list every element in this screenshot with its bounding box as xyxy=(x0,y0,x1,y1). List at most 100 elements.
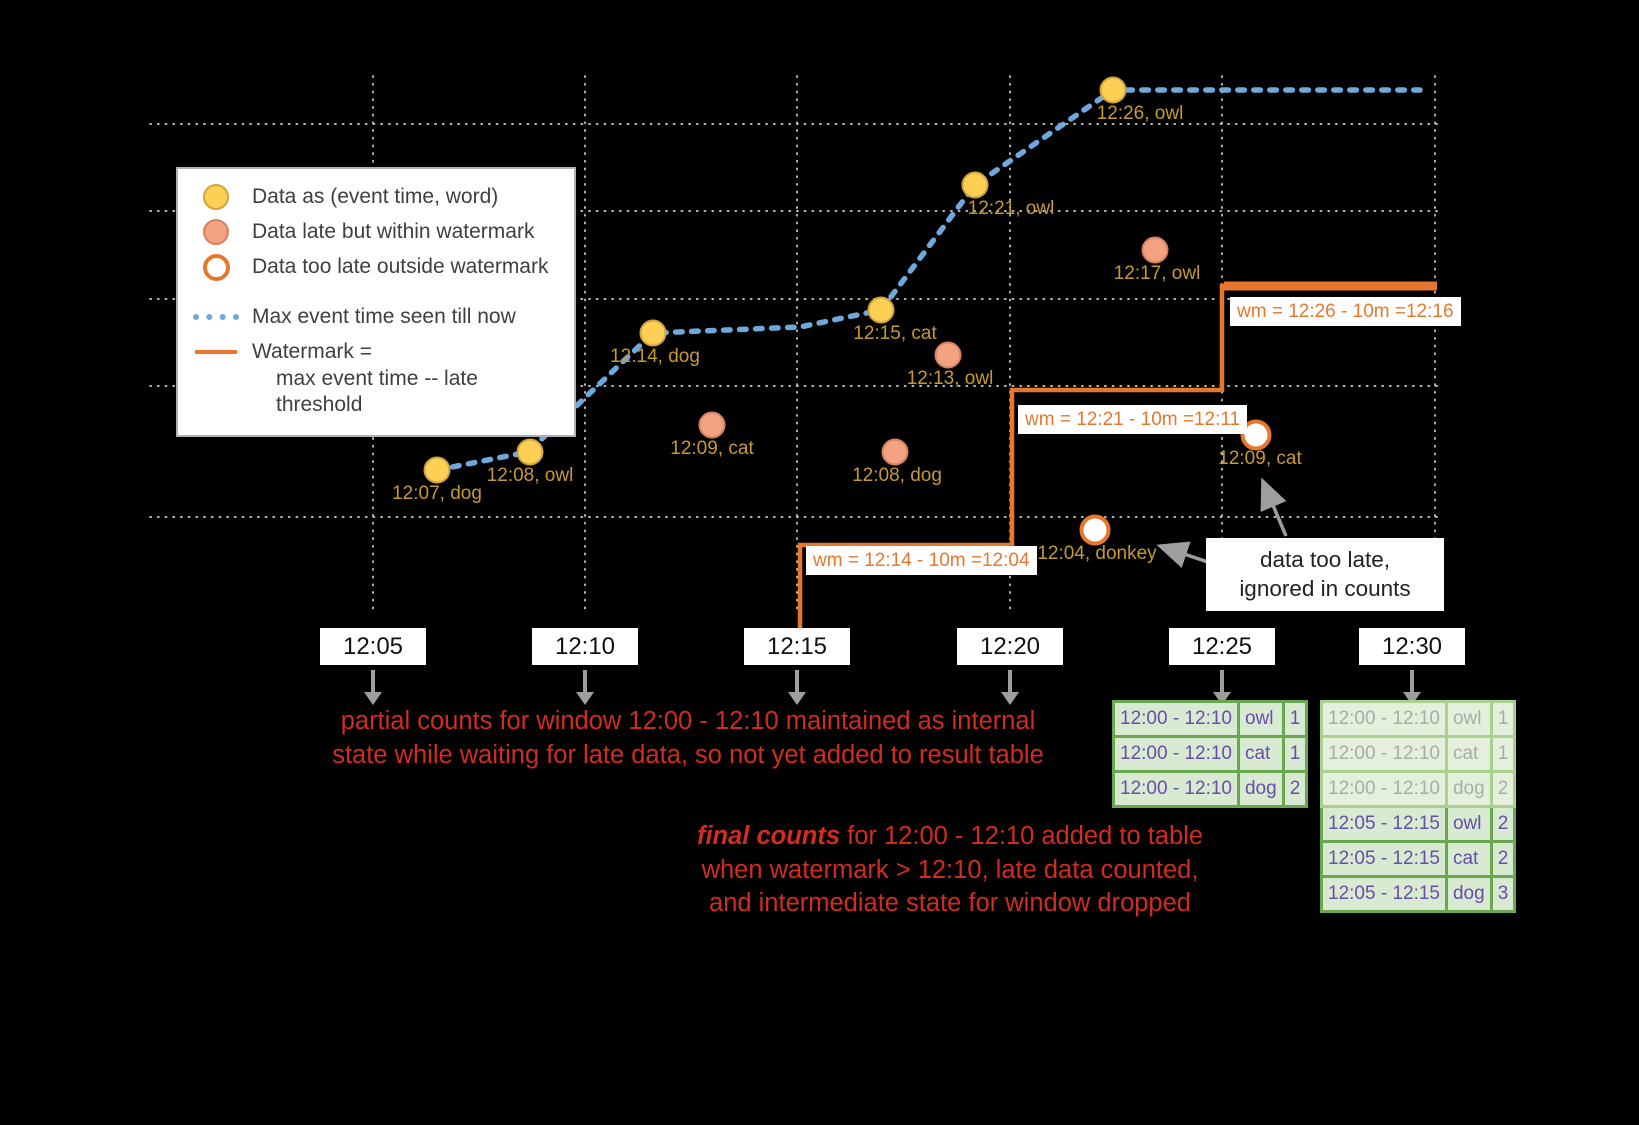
result-cell-word: dog xyxy=(1236,770,1285,808)
result-cell-count: 1 xyxy=(1281,700,1309,738)
legend-item-label: Max event time seen till now xyxy=(252,304,516,330)
legend-item-label-line1: Data as (event time, word) xyxy=(252,184,499,208)
final-counts-line1-rest: for 12:00 - 12:10 added to table xyxy=(840,822,1204,850)
result-cell-word: cat xyxy=(1444,840,1493,878)
data-point-label: 12:15, cat xyxy=(853,323,937,344)
result-cell-word: dog xyxy=(1444,875,1493,913)
late-data-point xyxy=(881,438,909,466)
time-arrow-line xyxy=(1220,670,1224,692)
legend-dot-salmon-icon xyxy=(192,218,240,245)
result-cell-window: 12:00 - 12:10 xyxy=(1112,700,1240,738)
legend-item-label-line1: Data too late outside watermark xyxy=(252,255,549,278)
legend-dashed-blue-line-icon xyxy=(192,304,240,330)
result-cell-window: 12:00 - 12:10 xyxy=(1320,770,1448,808)
watermark-value-label: wm = 12:21 - 10m =12:11 xyxy=(1018,405,1248,434)
data-point-label: 12:08, owl xyxy=(486,465,574,486)
time-arrow-head xyxy=(1001,692,1019,705)
time-label-1205: 12:05 xyxy=(320,628,426,665)
result-cell-window: 12:00 - 12:10 xyxy=(1320,700,1448,738)
legend-item-label: Watermark =max event time -- late thresh… xyxy=(252,339,560,418)
final-counts-note-line1: final counts for 12:00 - 12:10 added to … xyxy=(690,820,1210,854)
data-point xyxy=(516,438,544,466)
too-late-arrow-cat xyxy=(1260,477,1288,537)
time-arrow-head xyxy=(576,692,594,705)
result-cell-word: owl xyxy=(1444,805,1493,843)
time-label-1215: 12:15 xyxy=(744,628,850,665)
result-cell-window: 12:00 - 12:10 xyxy=(1112,770,1240,808)
time-arrow-line xyxy=(1008,670,1012,692)
legend-item-label-line2: max event time -- late threshold xyxy=(276,366,478,416)
late-data-point-label: 12:13, owl xyxy=(906,368,994,389)
result-cell-word: cat xyxy=(1236,735,1285,773)
time-arrow-line xyxy=(795,670,799,692)
legend-ring-orange-icon xyxy=(192,254,240,281)
legend-item-label: Data late but within watermark xyxy=(252,219,534,245)
legend-item: Data as (event time, word) xyxy=(178,179,574,214)
too-late-arrow-donkey xyxy=(1156,541,1209,569)
data-point xyxy=(1099,76,1127,104)
result-cell-window: 12:05 - 12:15 xyxy=(1320,875,1448,913)
final-counts-note-line3: and intermediate state for window droppe… xyxy=(709,889,1191,918)
data-point xyxy=(639,319,667,347)
too-late-note-line1: data too late, xyxy=(1259,547,1391,572)
legend-item-label: Data as (event time, word) xyxy=(252,184,498,210)
partial-counts-note-line2: state while waiting for late data, so no… xyxy=(332,740,1044,769)
partial-counts-note-line1: partial counts for window 12:00 - 12:10 … xyxy=(340,707,1036,735)
legend-item-label-line1: Max event time seen till now xyxy=(252,305,516,328)
dashed-blue-line xyxy=(193,314,239,320)
time-arrow-line xyxy=(1410,670,1414,692)
time-arrow-head xyxy=(364,692,382,705)
result-cell-count: 2 xyxy=(1489,770,1517,808)
time-arrow-head xyxy=(788,692,806,705)
watermark-value-label: wm = 12:26 - 10m =12:16 xyxy=(1230,297,1461,326)
final-counts-lead: final counts xyxy=(696,822,841,850)
result-cell-count: 2 xyxy=(1281,770,1309,808)
time-arrow-line xyxy=(371,670,375,692)
result-cell-count: 3 xyxy=(1489,875,1517,913)
late-data-point-label: 12:17, owl xyxy=(1113,263,1201,284)
time-arrow-line xyxy=(583,670,587,692)
legend-item: Data late but within watermark xyxy=(178,214,574,249)
final-counts-note-line2: when watermark > 12:10, late data counte… xyxy=(701,855,1199,884)
result-cell-word: owl xyxy=(1236,700,1285,738)
too-late-data-point-label: 12:04, donkey xyxy=(1037,543,1157,564)
result-cell-count: 2 xyxy=(1489,805,1517,843)
late-data-point-label: 12:08, dog xyxy=(852,465,942,486)
result-cell-count: 1 xyxy=(1281,735,1309,773)
time-label-1210: 12:10 xyxy=(532,628,638,665)
result-cell-word: owl xyxy=(1444,700,1493,738)
result-cell-word: cat xyxy=(1444,735,1493,773)
late-data-point-label: 12:09, cat xyxy=(670,438,754,459)
time-label-1220: 12:20 xyxy=(957,628,1063,665)
result-cell-count: 1 xyxy=(1489,735,1517,773)
too-late-note-line2: ignored in counts xyxy=(1239,576,1411,602)
result-cell-window: 12:05 - 12:15 xyxy=(1320,840,1448,878)
data-point xyxy=(961,171,989,199)
dot-salmon xyxy=(203,218,229,245)
legend-item-label-line1: Data late but within watermark xyxy=(252,219,535,243)
max-event-time-line xyxy=(434,87,1423,473)
watermark-line xyxy=(797,283,1437,650)
result-cell-count: 1 xyxy=(1489,700,1517,738)
time-label-1230: 12:30 xyxy=(1359,628,1465,665)
watermark-value-label: wm = 12:14 - 10m =12:04 xyxy=(806,546,1037,575)
result-cell-window: 12:00 - 12:10 xyxy=(1112,735,1240,773)
too-late-data-point xyxy=(1079,514,1111,546)
time-label-1225: 12:25 xyxy=(1169,628,1275,665)
legend-dot-yellow-icon xyxy=(192,183,240,210)
late-data-point xyxy=(934,341,962,369)
result-cell-word: dog xyxy=(1444,770,1493,808)
solid-orange-line xyxy=(195,350,237,355)
partial-counts-note: partial counts for window 12:00 - 12:10 … xyxy=(318,705,1058,772)
legend-item-label: Data too late outside watermark xyxy=(252,254,548,280)
